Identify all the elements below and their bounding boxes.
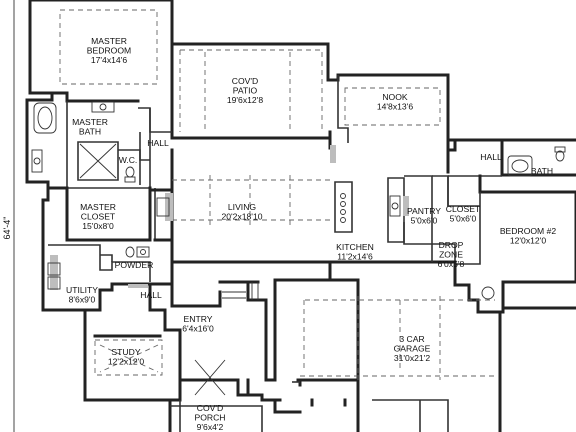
- room-hall-1: HALL: [147, 138, 169, 148]
- room-label-line: PATIO: [233, 86, 258, 96]
- room-label-line: POWDER: [115, 260, 154, 270]
- room-label-line: STUDY: [111, 347, 140, 357]
- room-label-line: PORCH: [194, 413, 225, 423]
- room-label-line: CLOSET: [81, 212, 116, 222]
- toilet-icon: [125, 246, 135, 258]
- sink-icon: [31, 149, 43, 173]
- room-bath: BATH: [531, 166, 553, 176]
- room-label-line: LIVING: [228, 202, 256, 212]
- room-label-line: BEDROOM #2: [500, 226, 557, 236]
- room-label-line: 14'8x13'6: [377, 102, 413, 112]
- room-label-line: COV'D: [197, 403, 223, 413]
- room-label-line: NOOK: [382, 92, 408, 102]
- toilet-icon: [124, 166, 136, 183]
- room-hall-2: HALL: [480, 152, 502, 162]
- room-label-line: COV'D: [232, 76, 258, 86]
- room-powder: POWDER: [115, 260, 154, 270]
- room-label-line: BEDROOM: [87, 46, 131, 56]
- room-wc: W.C.: [119, 155, 138, 165]
- room-label-line: 31'0x21'2: [394, 353, 430, 363]
- room-label-line: BATH: [531, 166, 553, 176]
- sink-icon: [389, 195, 401, 217]
- room-label-line: W.C.: [119, 155, 138, 165]
- room-label-line: 11'2x14'6: [337, 252, 373, 262]
- room-label-line: CLOSET: [446, 204, 481, 214]
- toilet-icon: [554, 146, 566, 162]
- room-label-line: 6'4x16'0: [182, 324, 214, 334]
- room-label-line: 20'2x18'10: [221, 212, 262, 222]
- overall-dimension-label: 64'-4": [2, 217, 12, 240]
- tub-icon: [507, 155, 533, 177]
- room-label-line: 17'4x14'6: [91, 55, 127, 65]
- room-label-line: 9'6x4'2: [197, 422, 224, 432]
- room-label-line: UTILITY: [66, 285, 98, 295]
- room-label-line: ZONE: [439, 250, 463, 260]
- sink-icon: [91, 101, 115, 113]
- room-label-line: 5'0x6'0: [411, 216, 438, 226]
- fireplace-icon: [156, 197, 170, 217]
- room-label-line: 19'6x12'8: [227, 95, 263, 105]
- room-label-line: MASTER: [72, 117, 108, 127]
- room-label-line: HALL: [140, 290, 162, 300]
- water-heater-icon: [481, 286, 495, 300]
- room-label-line: MASTER: [91, 36, 127, 46]
- fixtures: [31, 101, 566, 396]
- room-label-line: GARAGE: [394, 344, 431, 354]
- room-label-line: HALL: [147, 138, 169, 148]
- overall-dimension: 64'-4": [2, 0, 15, 432]
- dashed-lines: [59, 9, 498, 380]
- room-label-line: ENTRY: [184, 314, 213, 324]
- room-label-line: PANTRY: [407, 206, 441, 216]
- room-label-line: 15'0x8'0: [82, 221, 114, 231]
- tub-icon: [33, 102, 57, 134]
- door-swing: [194, 359, 226, 396]
- stair-icon: [222, 282, 259, 300]
- room-label-line: 12'0x12'0: [510, 236, 546, 246]
- room-label-line: DROP: [439, 240, 464, 250]
- room-label-line: BATH: [79, 127, 101, 137]
- room-label-line: KITCHEN: [336, 242, 374, 252]
- washer-dryer-icon: [47, 262, 61, 290]
- sink-icon: [136, 246, 150, 258]
- room-label-line: 3 CAR: [399, 334, 424, 344]
- room-label-line: 6'0x5'8: [438, 259, 465, 269]
- room-hall-3: HALL: [140, 290, 162, 300]
- room-label-line: HALL: [480, 152, 502, 162]
- room-label-line: 5'0x6'0: [450, 214, 477, 224]
- room-label-line: 12'2x12'0: [108, 357, 144, 367]
- stove-icon: [340, 193, 346, 223]
- shower-icon: [79, 143, 117, 179]
- room-label-line: 8'6x9'0: [69, 295, 96, 305]
- room-label-line: MASTER: [80, 202, 116, 212]
